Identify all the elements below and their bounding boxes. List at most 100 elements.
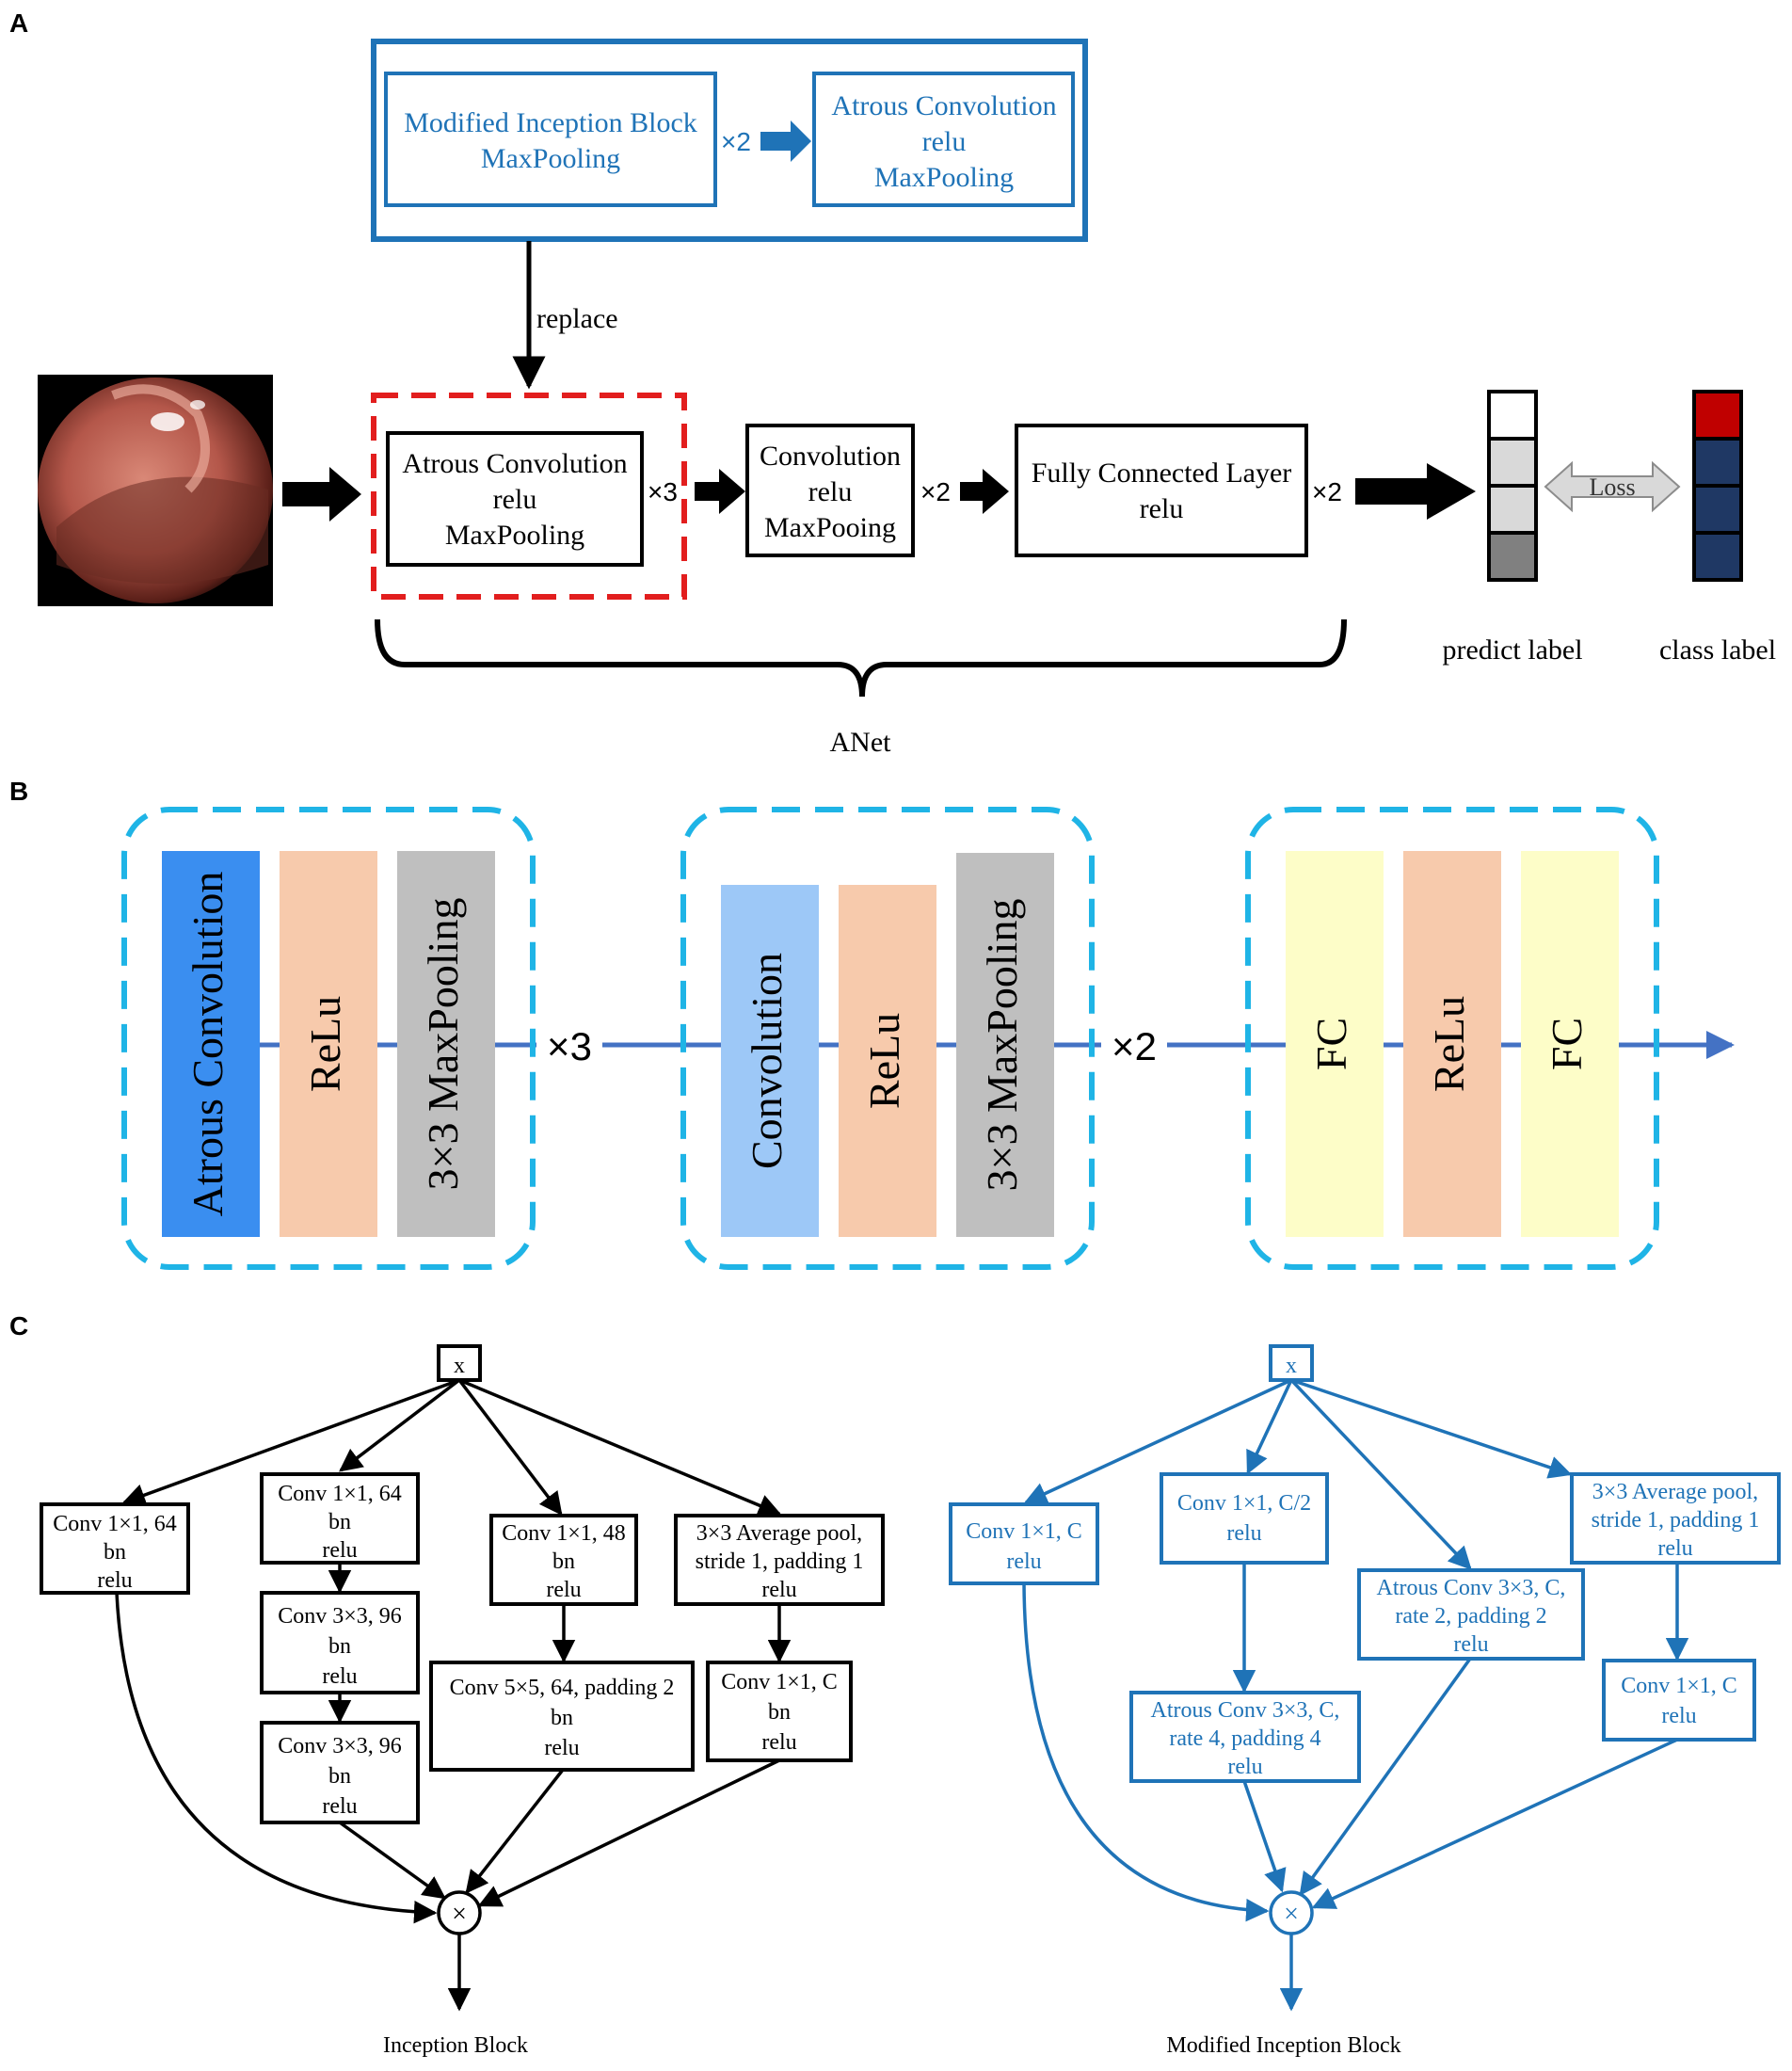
group3-fc1-text: FC bbox=[1307, 1018, 1355, 1070]
modified-edge-b4-merge bbox=[1311, 1738, 1678, 1909]
modified-inception-box bbox=[384, 72, 717, 207]
modified-b4a-line1: 3×3 Average pool, bbox=[1592, 1480, 1758, 1504]
modified-b1-line1: Conv 1×1, C bbox=[966, 1519, 1082, 1544]
output-arrow bbox=[1355, 463, 1476, 520]
modified-edge-x-b4 bbox=[1290, 1378, 1573, 1479]
endoscopy-image bbox=[38, 375, 273, 606]
group1-relu-bar bbox=[280, 851, 377, 1237]
inception-b3a-line2: bn bbox=[552, 1549, 575, 1574]
group3-relu-bar bbox=[1403, 851, 1501, 1237]
predict-cell-1 bbox=[1487, 390, 1538, 441]
inception-b1-line1: Conv 1×1, 64 bbox=[53, 1512, 177, 1536]
group1-maxpool-bar bbox=[397, 851, 495, 1237]
group2-maxpool-bar bbox=[956, 853, 1054, 1237]
modified-b4a-box bbox=[1570, 1472, 1781, 1565]
modified-edge-x-b2 bbox=[1246, 1379, 1293, 1475]
modified-b2b-line1: Atrous Conv 3×3, C, bbox=[1151, 1698, 1340, 1723]
arrow-conv-to-fc bbox=[960, 469, 1009, 514]
anet-brace bbox=[375, 618, 1347, 698]
modified-edge-b3-merge bbox=[1299, 1657, 1472, 1896]
panel-c-label: C bbox=[9, 1311, 28, 1341]
group2-dashed-frame bbox=[680, 807, 1095, 1270]
group2-relu-text: ReLu bbox=[860, 1013, 908, 1109]
panel-a-label: A bbox=[9, 8, 28, 38]
group1-repeat-label: ×3 bbox=[547, 1024, 592, 1068]
replacement-outer-frame bbox=[371, 39, 1088, 242]
inception-b2c-line1: Conv 3×3, 96 bbox=[278, 1734, 402, 1758]
atrous-replacement-line2: relu bbox=[922, 126, 967, 157]
endoscopy-lumen-shadow bbox=[56, 476, 268, 584]
inception-b3b-line3: relu bbox=[544, 1736, 579, 1760]
inception-b2a-line1: Conv 1×1, 64 bbox=[278, 1482, 402, 1506]
replace-label: replace bbox=[536, 303, 618, 334]
conv-block-box bbox=[745, 424, 915, 557]
inception-b3a-line3: relu bbox=[546, 1578, 581, 1602]
group1-atrous-text: Atrous Convolution bbox=[184, 872, 232, 1217]
conv-block-line1: Convolution bbox=[760, 441, 901, 472]
repeat2-bg bbox=[1101, 1022, 1167, 1069]
modified-edge-x-b1 bbox=[1023, 1378, 1292, 1504]
modified-b2a-box bbox=[1160, 1472, 1329, 1565]
conv-repeat-label: ×2 bbox=[920, 477, 951, 506]
endoscopy-fold bbox=[111, 384, 210, 493]
inception-input-label: x bbox=[454, 1354, 465, 1378]
group2-conv-text: Convolution bbox=[743, 953, 791, 1169]
modified-b4b-line1: Conv 1×1, C bbox=[1621, 1674, 1737, 1698]
group3-fc1-bar bbox=[1286, 851, 1384, 1237]
inception-b2c-line2: bn bbox=[328, 1764, 351, 1789]
class-cell-1 bbox=[1692, 390, 1743, 441]
group3-relu-text: ReLu bbox=[1425, 996, 1473, 1092]
class-cell-3 bbox=[1692, 484, 1743, 535]
group3-fc2-text: FC bbox=[1543, 1018, 1591, 1070]
panel-c: C x bbox=[9, 1311, 1781, 2058]
modified-b2b-line3: relu bbox=[1227, 1755, 1262, 1779]
fc-repeat-label: ×2 bbox=[1312, 477, 1342, 506]
predict-cell-4 bbox=[1487, 531, 1538, 582]
modified-inception-text: x Conv 1×1, C relu Conv 1×1, C/2 relu At… bbox=[966, 1354, 1759, 2058]
group1-dashed-frame bbox=[121, 807, 536, 1270]
inception-merge-symbol: × bbox=[452, 1900, 467, 1929]
group3-fc2-bar bbox=[1521, 851, 1619, 1237]
modified-edge-x-b3 bbox=[1289, 1378, 1472, 1570]
modified-inception-line1: Modified Inception Block bbox=[404, 107, 697, 138]
predict-label-vector bbox=[1487, 390, 1538, 582]
modified-b3-line3: relu bbox=[1453, 1632, 1488, 1657]
class-cell-4 bbox=[1692, 531, 1743, 582]
atrous-block-box bbox=[386, 431, 644, 567]
inception-b4a-line3: relu bbox=[761, 1578, 796, 1602]
loss-double-arrow bbox=[1544, 460, 1681, 513]
panel-a: A Modified Inception Block MaxPooling ×2… bbox=[9, 8, 1776, 758]
inception-b2a-line3: relu bbox=[322, 1538, 357, 1563]
inception-edge-x-b1 bbox=[121, 1378, 460, 1506]
fc-block-box bbox=[1015, 424, 1308, 557]
modified-edge-b1-merge bbox=[1022, 1582, 1270, 1922]
modified-input-label: x bbox=[1286, 1354, 1297, 1378]
atrous-replacement-box bbox=[812, 72, 1075, 207]
arrow-atrous-to-conv bbox=[695, 469, 745, 514]
modified-b4a-line2: stride 1, padding 1 bbox=[1592, 1508, 1760, 1533]
group2-repeat-label: ×2 bbox=[1112, 1024, 1157, 1068]
class-label-caption: class label bbox=[1659, 634, 1776, 666]
class-cell-2 bbox=[1692, 437, 1743, 488]
atrous-block-line1: Atrous Convolution bbox=[402, 448, 627, 479]
conv-block-line3: MaxPooing bbox=[764, 512, 896, 543]
group1-atrous-bar bbox=[162, 851, 260, 1237]
inception-b1-line2: bn bbox=[104, 1540, 126, 1565]
atrous-repeat-label: ×3 bbox=[648, 477, 678, 506]
inception-b2b-line2: bn bbox=[328, 1634, 351, 1659]
modified-inception-line2: MaxPooling bbox=[481, 143, 620, 174]
group3-dashed-frame bbox=[1245, 807, 1659, 1270]
inception-edge-x-b4 bbox=[458, 1378, 782, 1517]
inception-b3b-line1: Conv 5×5, 64, padding 2 bbox=[450, 1676, 675, 1700]
inception-edge-x-b2 bbox=[339, 1378, 461, 1472]
modified-merge-symbol: × bbox=[1284, 1900, 1299, 1929]
inception-b4b-line1: Conv 1×1, C bbox=[721, 1670, 838, 1694]
inception-b3a-line1: Conv 1×1, 48 bbox=[502, 1521, 626, 1546]
predict-cell-2 bbox=[1487, 437, 1538, 488]
inception-b2b-line3: relu bbox=[322, 1664, 357, 1689]
replacement-block: Modified Inception Block MaxPooling ×2 A… bbox=[371, 39, 1088, 242]
panel-b: B Atrous Convolution ReLu 3×3 MaxPooling… bbox=[9, 777, 1735, 1270]
endoscopy-highlight-small bbox=[190, 400, 205, 409]
inception-repeat-label: ×2 bbox=[721, 127, 751, 156]
modified-b3-line1: Atrous Conv 3×3, C, bbox=[1377, 1576, 1566, 1600]
